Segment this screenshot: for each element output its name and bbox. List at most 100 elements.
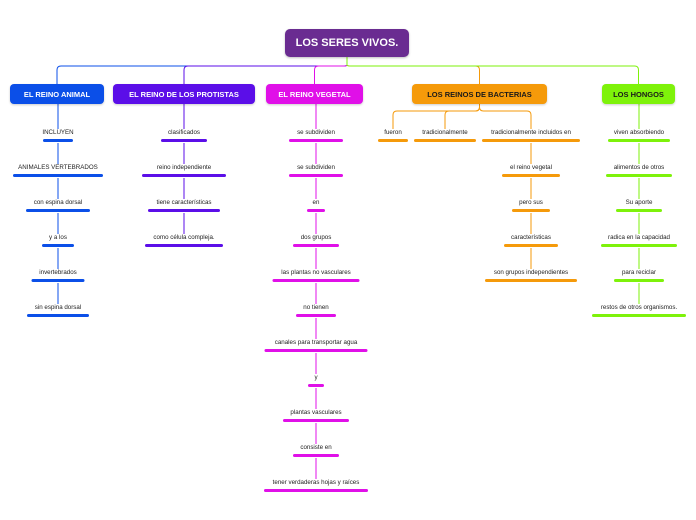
leaf-node[interactable]: el reino vegetal — [502, 164, 560, 178]
branch-topic[interactable]: EL REINO VEGETAL — [266, 84, 363, 104]
leaf-node[interactable]: dos grupos — [293, 234, 339, 248]
leaf-node-label: radica en la capacidad — [608, 234, 670, 241]
leaf-node-label: alimentos de otros — [613, 164, 665, 171]
branch-topic[interactable]: EL REINO ANIMAL — [10, 84, 104, 104]
leaf-node-label: como célula compleja. — [153, 234, 215, 241]
leaf-node[interactable]: canales para transportar agua — [264, 339, 368, 353]
leaf-node[interactable]: tradicionalmente — [414, 129, 476, 143]
leaf-node[interactable]: tradicionalmente incluidos en — [482, 129, 580, 143]
leaf-underline — [606, 174, 672, 177]
leaf-node[interactable]: plantas vasculares — [283, 409, 349, 423]
leaf-underline — [378, 139, 408, 142]
root-topic[interactable]: LOS SERES VIVOS. — [285, 29, 409, 57]
leaf-node[interactable]: las plantas no vasculares — [272, 269, 360, 283]
leaf-node[interactable]: características — [504, 234, 558, 248]
leaf-underline — [512, 209, 550, 212]
leaf-node[interactable]: reino independiente — [142, 164, 226, 178]
leaf-node[interactable]: tener verdaderas hojas y raíces — [264, 479, 368, 493]
leaf-node[interactable]: y a los — [42, 234, 74, 248]
branch-topic[interactable]: LOS REINOS DE BACTERIAS — [412, 84, 547, 104]
leaf-underline — [608, 139, 670, 142]
leaf-underline — [592, 314, 686, 317]
branch-fork-connector — [392, 106, 480, 129]
leaf-node[interactable]: son grupos independientes — [485, 269, 577, 283]
leaf-underline — [296, 314, 336, 317]
leaf-underline — [142, 174, 226, 177]
leaf-underline — [272, 279, 360, 282]
leaf-underline — [43, 139, 73, 142]
leaf-underline — [414, 139, 476, 142]
leaf-underline — [614, 279, 664, 282]
root-topic-label: LOS SERES VIVOS. — [295, 37, 399, 49]
leaf-node[interactable]: consiste en — [293, 444, 339, 458]
leaf-node-label: viven absorbiendo — [613, 129, 665, 136]
leaf-node[interactable]: se subdividen — [289, 129, 343, 143]
leaf-node-label: sin espina dorsal — [34, 304, 82, 311]
leaf-underline — [148, 209, 220, 212]
leaf-node[interactable]: no tienen — [296, 304, 336, 318]
leaf-node[interactable]: viven absorbiendo — [608, 129, 670, 143]
leaf-node[interactable]: se subdividen — [289, 164, 343, 178]
leaf-node-label: en — [312, 199, 320, 206]
root-branch-connector — [346, 57, 639, 84]
leaf-underline — [27, 314, 89, 317]
leaf-node[interactable]: y — [308, 374, 324, 388]
leaf-node[interactable]: ANIMALES VERTEBRADOS — [13, 164, 103, 178]
leaf-node-label: y a los — [49, 234, 67, 241]
leaf-underline — [601, 244, 677, 247]
leaf-underline — [289, 139, 343, 142]
leaf-underline — [293, 244, 339, 247]
leaf-node[interactable]: radica en la capacidad — [601, 234, 677, 248]
leaf-underline — [504, 244, 558, 247]
leaf-node-label: se subdividen — [297, 164, 335, 171]
leaf-underline — [264, 489, 368, 492]
leaf-node[interactable]: clasificados — [161, 129, 207, 143]
root-branch-connector — [56, 57, 348, 84]
leaf-node[interactable]: sin espina dorsal — [27, 304, 89, 318]
leaf-node[interactable]: alimentos de otros — [606, 164, 672, 178]
leaf-node-label: no tienen — [303, 304, 329, 311]
leaf-node[interactable]: restos de otros organismos. — [592, 304, 686, 318]
leaf-node[interactable]: INCLUYEN — [42, 129, 74, 143]
branch-topic-label: EL REINO VEGETAL — [278, 89, 351, 99]
leaf-node[interactable]: fueron — [378, 129, 408, 143]
leaf-node-label: INCLUYEN — [42, 129, 74, 136]
leaf-node[interactable]: tiene características — [148, 199, 220, 213]
leaf-node-label: para reciclar — [621, 269, 657, 276]
leaf-underline — [308, 384, 324, 387]
leaf-underline — [26, 209, 90, 212]
branch-topic-label: EL REINO DE LOS PROTISTAS — [129, 89, 239, 99]
leaf-node[interactable]: pero sus — [512, 199, 550, 213]
leaf-node[interactable]: invertebrados — [31, 269, 85, 283]
leaf-node-label: tiene características — [156, 199, 212, 206]
leaf-underline — [293, 454, 339, 457]
leaf-node-label: tradicionalmente incluidos en — [491, 129, 571, 136]
leaf-node[interactable]: como célula compleja. — [145, 234, 223, 248]
branch-fork-connector — [479, 106, 532, 129]
root-branch-connector — [346, 57, 480, 84]
leaf-node-label: y — [314, 374, 318, 381]
leaf-underline — [161, 139, 207, 142]
branch-topic[interactable]: EL REINO DE LOS PROTISTAS — [113, 84, 255, 104]
leaf-node-label: tener verdaderas hojas y raíces — [272, 479, 360, 486]
branch-topic-label: LOS HONGOS — [613, 89, 664, 99]
leaf-node[interactable]: en — [307, 199, 325, 213]
leaf-node-label: plantas vasculares — [290, 409, 342, 416]
branch-topic-label: LOS REINOS DE BACTERIAS — [427, 89, 532, 99]
leaf-node[interactable]: para reciclar — [614, 269, 664, 283]
leaf-underline — [289, 174, 343, 177]
leaf-node-label: clasificados — [168, 129, 200, 136]
leaf-node-label: con espina dorsal — [33, 199, 83, 206]
leaf-node[interactable]: con espina dorsal — [26, 199, 90, 213]
leaf-node-label: las plantas no vasculares — [281, 269, 351, 276]
leaf-node-label: consiste en — [300, 444, 332, 451]
leaf-node-label: invertebrados — [39, 269, 77, 276]
leaf-underline — [616, 209, 662, 212]
leaf-node-label: canales para transportar agua — [274, 339, 358, 346]
leaf-node[interactable]: Su aporte — [616, 199, 662, 213]
leaf-node-label: características — [511, 234, 551, 241]
leaf-underline — [264, 349, 368, 352]
branch-topic[interactable]: LOS HONGOS — [602, 84, 675, 104]
leaf-underline — [502, 174, 560, 177]
